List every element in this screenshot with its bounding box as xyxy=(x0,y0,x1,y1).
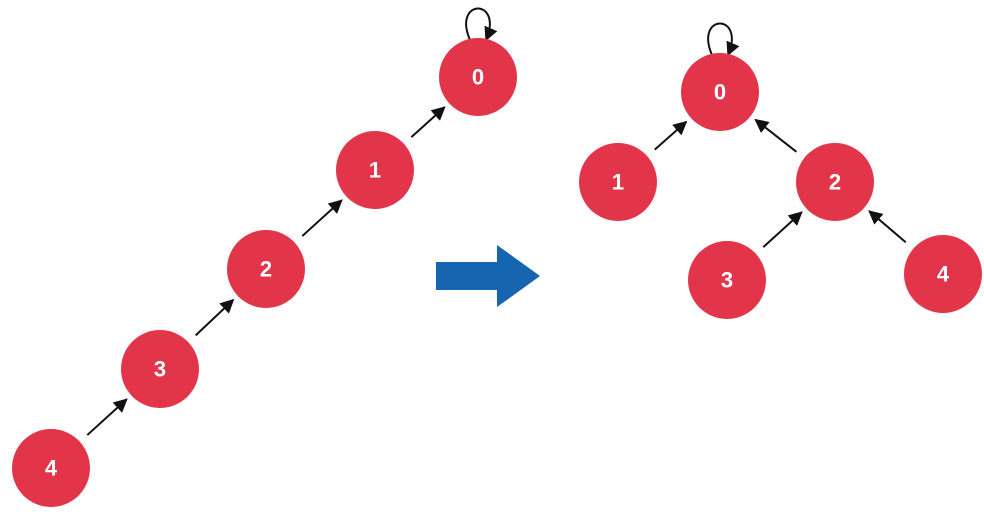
node-3: 3 xyxy=(688,241,766,319)
edge-2-to-1 xyxy=(301,199,343,237)
node-circle xyxy=(681,53,759,131)
node-2: 2 xyxy=(227,230,305,308)
self-loop-edge-0 xyxy=(465,7,498,42)
node-4: 4 xyxy=(904,235,982,313)
node-label: 0 xyxy=(714,80,726,105)
node-2: 2 xyxy=(796,143,874,221)
node-label: 4 xyxy=(45,456,58,481)
node-label: 4 xyxy=(937,262,950,287)
edge-1-to-0 xyxy=(654,120,688,151)
right-arrow-icon xyxy=(436,245,540,307)
node-circle xyxy=(439,38,517,116)
node-circle xyxy=(227,230,305,308)
node-circle xyxy=(336,131,414,209)
edge-1-to-0 xyxy=(410,106,446,138)
node-3: 3 xyxy=(121,330,199,408)
node-0: 0 xyxy=(681,53,759,131)
node-label: 2 xyxy=(829,170,841,195)
node-1: 1 xyxy=(336,131,414,209)
node-label: 2 xyxy=(260,257,272,282)
node-label: 3 xyxy=(154,357,166,382)
node-label: 3 xyxy=(721,268,733,293)
edge-2-to-0 xyxy=(754,118,798,153)
node-0: 0 xyxy=(439,38,517,116)
node-circle xyxy=(904,235,982,313)
node-label: 0 xyxy=(472,65,484,90)
after-tree: 0 1 2 3 4 xyxy=(579,22,982,319)
node-circle xyxy=(688,241,766,319)
node-circle xyxy=(796,143,874,221)
right-arrow-shape xyxy=(436,245,540,307)
node-label: 1 xyxy=(369,158,381,183)
before-tree: 0 1 2 3 4 xyxy=(12,7,517,507)
node-circle xyxy=(579,143,657,221)
node-circle xyxy=(121,330,199,408)
edge-4-to-3 xyxy=(86,398,128,436)
node-1: 1 xyxy=(579,143,657,221)
edge-4-to-2 xyxy=(868,210,907,243)
node-label: 1 xyxy=(612,170,624,195)
node-4: 4 xyxy=(12,429,90,507)
self-loop-edge-0 xyxy=(707,22,740,57)
node-circle xyxy=(12,429,90,507)
edge-3-to-2 xyxy=(194,298,235,337)
edge-3-to-2 xyxy=(762,211,803,248)
